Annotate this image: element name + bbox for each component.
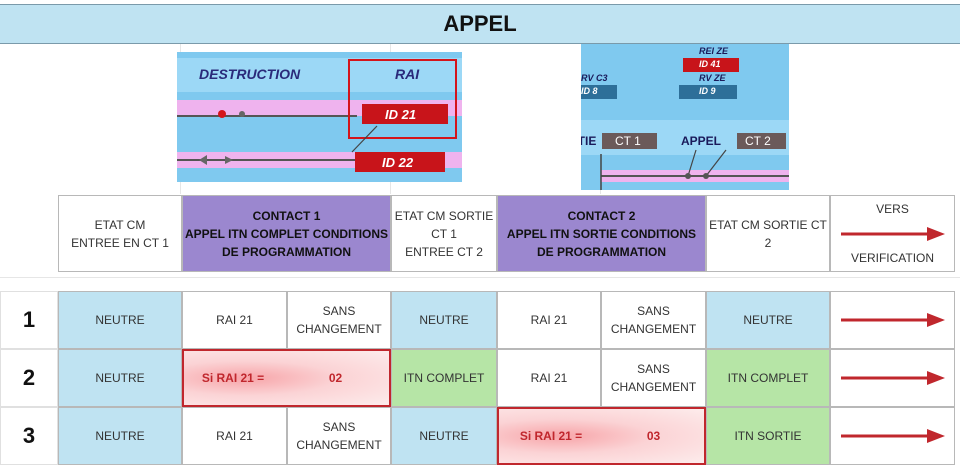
- condition-value: 02: [328, 371, 343, 385]
- header-etat-cm-sortie-ct1: ETAT CM SORTIE CT 1 ENTREE CT 2: [391, 195, 497, 272]
- header-vers-verification: VERS VERIFICATION: [830, 195, 955, 272]
- rai-label: RAI: [395, 66, 420, 82]
- row-number-2: 2: [0, 349, 58, 407]
- header-text: ETAT CM: [94, 217, 146, 232]
- cell-text: CHANGEMENT: [610, 322, 697, 336]
- ct2-label: CT 2: [745, 134, 771, 148]
- page-title: APPEL: [0, 4, 960, 44]
- id9-label: ID 9: [699, 86, 716, 96]
- diagram-image-left: DESTRUCTION RAI ID 21 ID 22: [177, 52, 462, 182]
- row3-arrow-cell: [830, 407, 955, 465]
- condition-label: Si RAI 21 =: [201, 371, 265, 385]
- row3-contact1-rai: RAI 21: [182, 407, 287, 465]
- header-text: APPEL ITN COMPLET CONDITIONS: [184, 226, 389, 241]
- header-text: CONTACT 1: [252, 208, 321, 223]
- row2-arrow-cell: [830, 349, 955, 407]
- row2-etat-mid: ITN COMPLET: [391, 349, 497, 407]
- row1-etat-out: NEUTRE: [706, 291, 830, 349]
- row1-contact2-rai: RAI 21: [497, 291, 601, 349]
- diagram-left-svg: [177, 52, 462, 182]
- appel-diagram-label: APPEL: [681, 134, 722, 148]
- cell-text: CHANGEMENT: [296, 438, 382, 452]
- condition-value: 03: [646, 429, 661, 443]
- header-text: VERS: [876, 202, 909, 216]
- red-arrow-icon: [840, 313, 945, 327]
- row-number-3: 3: [0, 407, 58, 465]
- cell-text: SANS: [637, 304, 670, 318]
- diagram-image-right: REI ZE ID 41 RV ZE ID 9 RV C3 ID 8 RTIE …: [581, 44, 789, 190]
- cell-text: SANS: [322, 304, 356, 318]
- row1-contact1-rai: RAI 21: [182, 291, 287, 349]
- row3-etat-in: NEUTRE: [58, 407, 182, 465]
- row2-etat-out: ITN COMPLET: [706, 349, 830, 407]
- row1-contact2-result: SANS CHANGEMENT: [601, 291, 706, 349]
- row2-etat-in: NEUTRE: [58, 349, 182, 407]
- row3-contact1-result: SANS CHANGEMENT: [287, 407, 391, 465]
- rvze-label: RV ZE: [699, 73, 726, 83]
- row2-contact2-result: SANS CHANGEMENT: [601, 349, 706, 407]
- header-text: CT 1: [431, 226, 457, 241]
- header-text: APPEL ITN SORTIE CONDITIONS: [506, 226, 697, 241]
- rtie-label: RTIE: [581, 134, 597, 148]
- header-text: ENTREE EN CT 1: [71, 235, 169, 250]
- row3-contact2-condition: Si RAI 21 = 03: [497, 407, 706, 465]
- header-etat-cm-sortie-ct2: ETAT CM SORTIE CT 2: [706, 195, 830, 272]
- header-contact-1: CONTACT 1 APPEL ITN COMPLET CONDITIONS D…: [182, 195, 391, 272]
- row1-etat-in: NEUTRE: [58, 291, 182, 349]
- header-text: DE PROGRAMMATION: [536, 244, 667, 259]
- ct1-label: CT 1: [615, 134, 641, 148]
- id21-label: ID 21: [385, 107, 417, 122]
- diagram-right-svg: [581, 44, 789, 190]
- row3-etat-mid: NEUTRE: [391, 407, 497, 465]
- red-arrow-icon: [840, 429, 945, 443]
- cell-text: SANS: [322, 420, 356, 434]
- header-text: CONTACT 2: [567, 208, 636, 223]
- destruction-label: DESTRUCTION: [199, 66, 301, 82]
- header-text: DE PROGRAMMATION: [221, 244, 352, 259]
- row2-contact1-condition: Si RAI 21 = 02: [182, 349, 391, 407]
- grid-line: [0, 277, 960, 278]
- header-text: ETAT CM SORTIE: [394, 208, 494, 223]
- row1-contact1-result: SANS CHANGEMENT: [287, 291, 391, 349]
- header-text: VERIFICATION: [850, 251, 935, 265]
- row3-etat-out: ITN SORTIE: [706, 407, 830, 465]
- red-arrow-icon: [840, 226, 945, 241]
- row2-contact2-rai: RAI 21: [497, 349, 601, 407]
- row-number-1: 1: [0, 291, 58, 349]
- rvc3-label: RV C3: [581, 73, 608, 83]
- id22-label: ID 22: [382, 155, 414, 170]
- cell-text: CHANGEMENT: [610, 380, 697, 394]
- id41-label: ID 41: [699, 59, 721, 69]
- condition-label: Si RAI 21 =: [519, 429, 583, 443]
- red-arrow-icon: [840, 371, 945, 385]
- header-text: ETAT CM SORTIE CT 2: [709, 217, 827, 250]
- header-contact-2: CONTACT 2 APPEL ITN SORTIE CONDITIONS DE…: [497, 195, 706, 272]
- row1-etat-mid: NEUTRE: [391, 291, 497, 349]
- cell-text: SANS: [637, 362, 670, 376]
- id8-label: ID 8: [581, 86, 598, 96]
- header-etat-cm-entree: ETAT CM ENTREE EN CT 1: [58, 195, 182, 272]
- row1-arrow-cell: [830, 291, 955, 349]
- header-text: ENTREE CT 2: [405, 244, 483, 259]
- cell-text: CHANGEMENT: [296, 322, 382, 336]
- reize-label: REI ZE: [699, 46, 729, 56]
